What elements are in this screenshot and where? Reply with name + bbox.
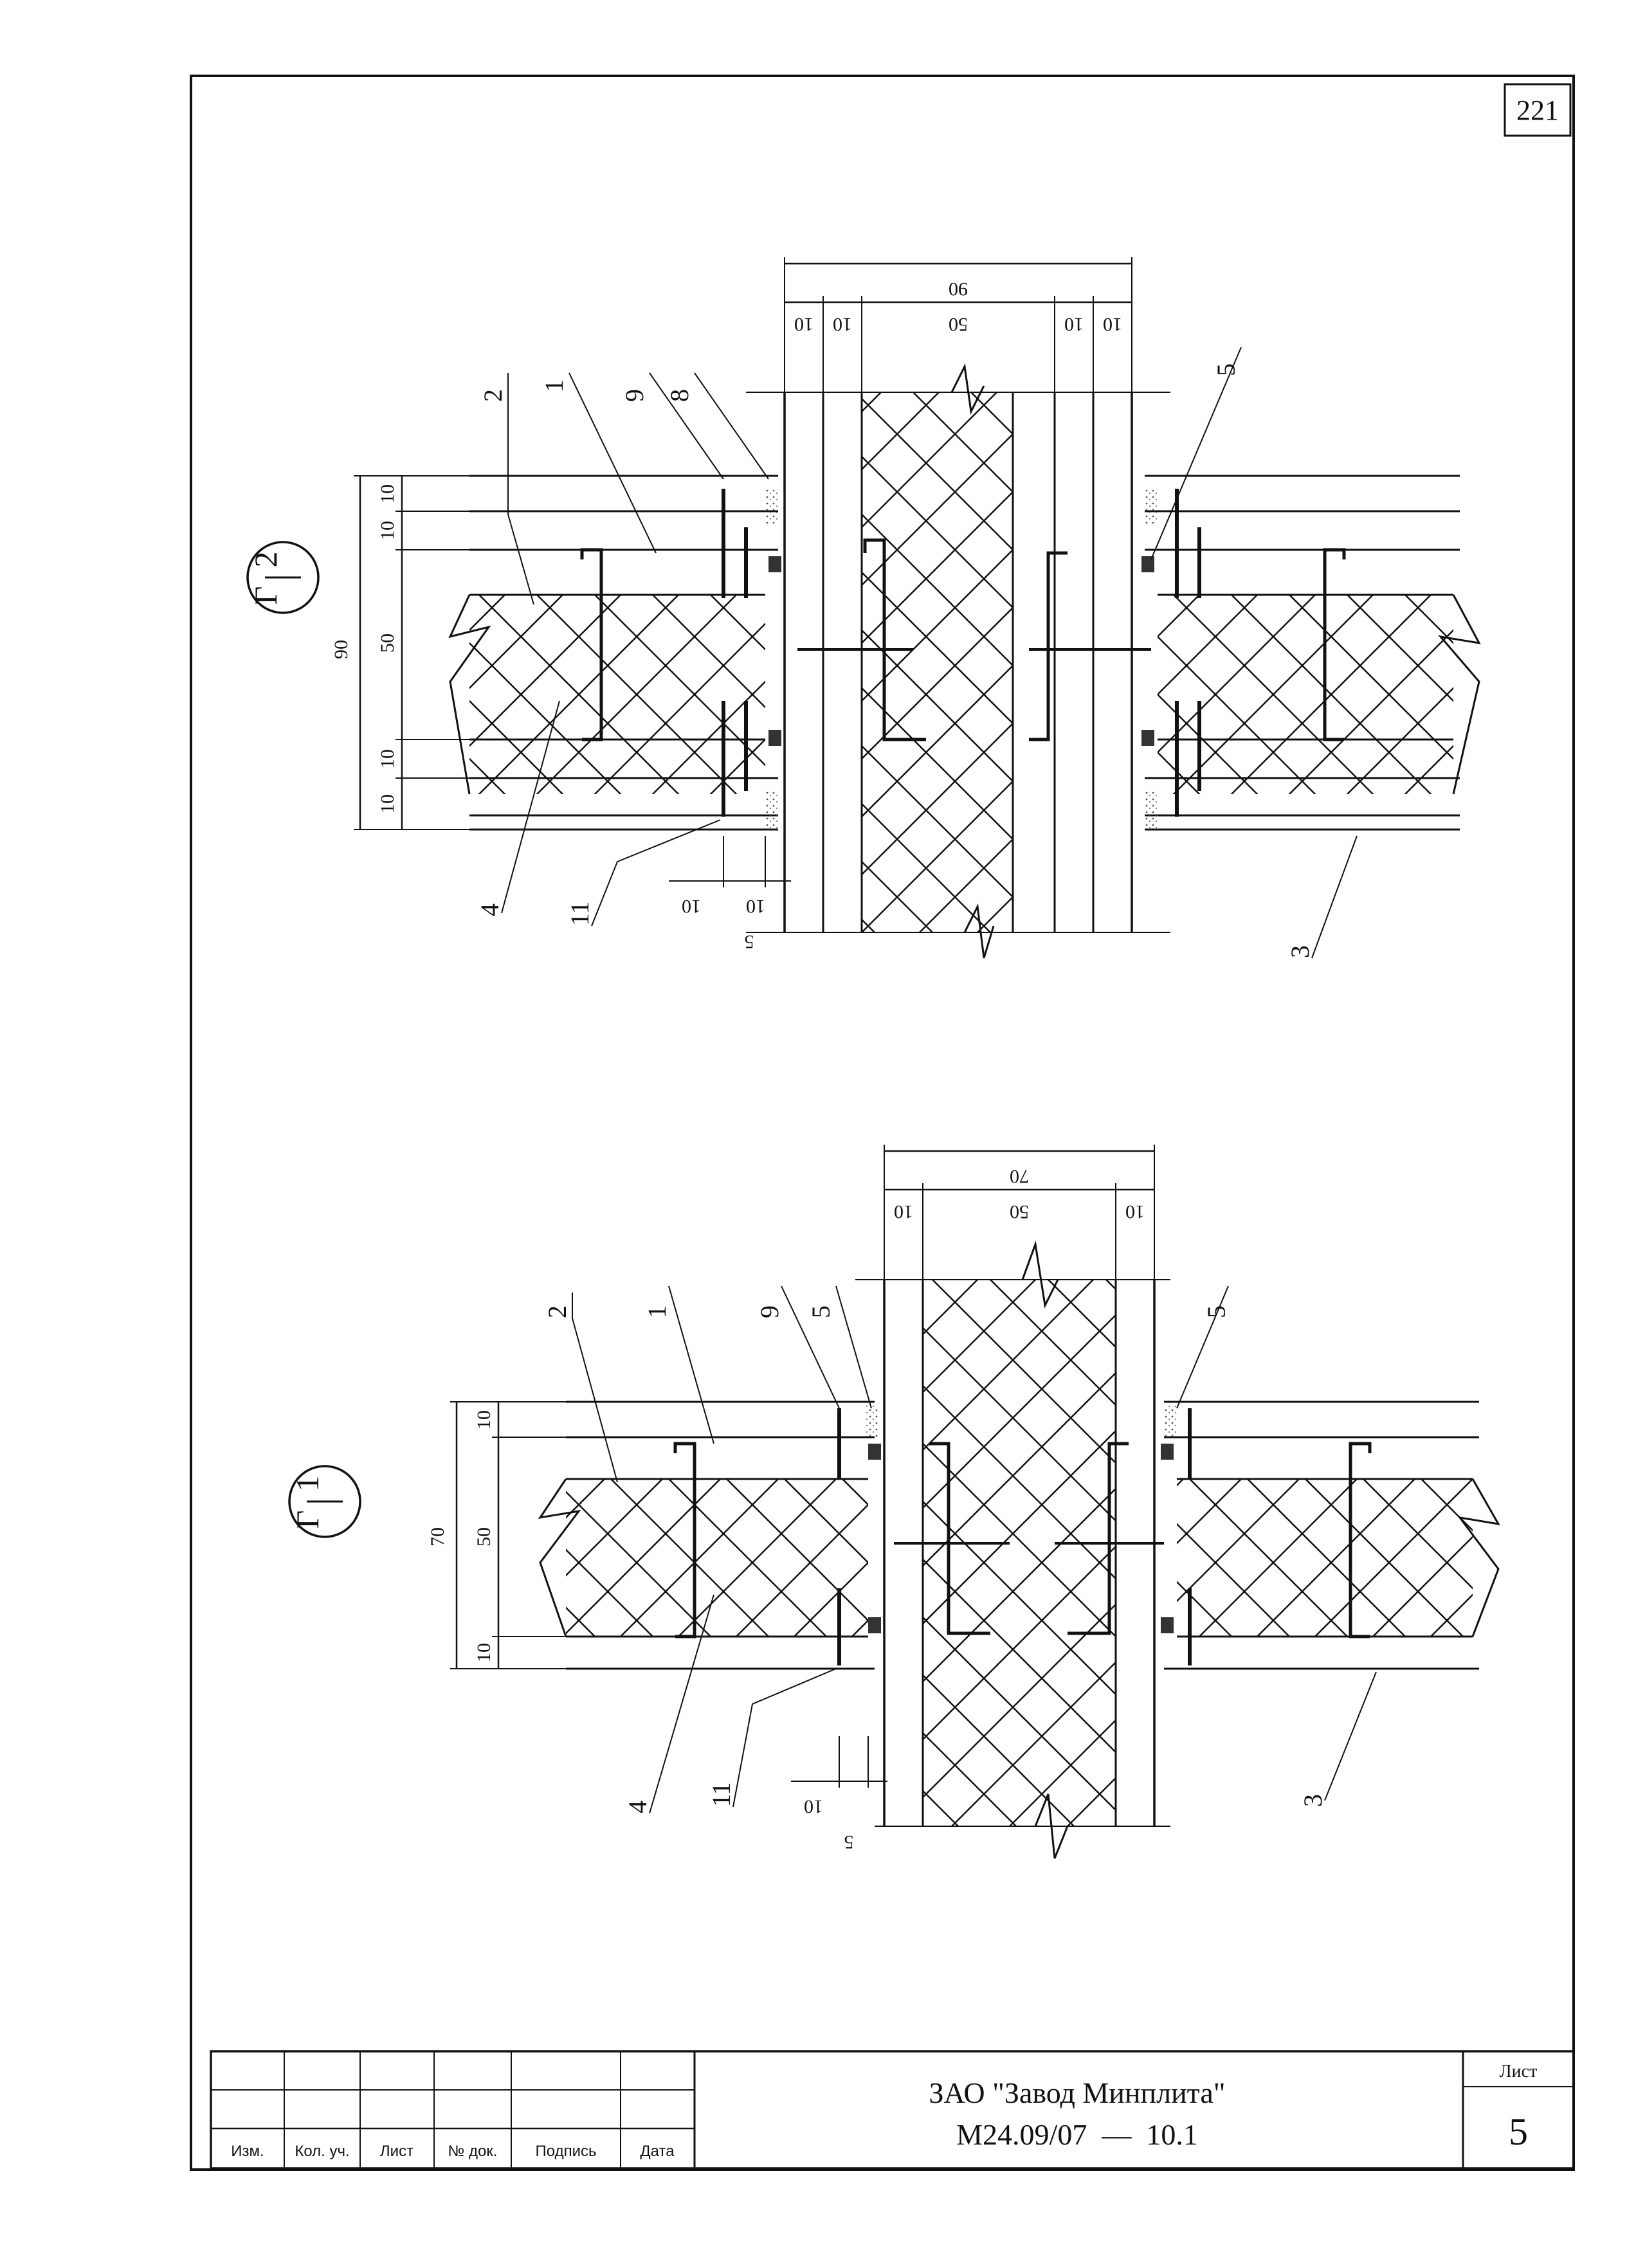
right-wall-panel (1141, 475, 1481, 831)
callout: 4 (475, 903, 504, 916)
dim-part: 50 (949, 314, 968, 335)
tb-col-label: № док. (448, 2143, 498, 2160)
callout: 9 (620, 389, 649, 402)
dim-total: 90 (331, 640, 352, 659)
section-marker-top: Г 2 (246, 541, 320, 614)
dim-part: 10 (794, 314, 813, 335)
tb-col-label: Изм. (231, 2143, 264, 2160)
callout: 2 (478, 389, 507, 402)
detail-top: Г 2 (246, 257, 1481, 959)
tb-col-label: Подпись (536, 2143, 597, 2160)
central-panel-bottom (855, 1240, 1170, 1859)
left-wall-panel (448, 475, 781, 831)
dim-total: 70 (1010, 1166, 1029, 1187)
marker-letter: Г (289, 1510, 325, 1529)
dim-total: 70 (427, 1527, 448, 1547)
dim-part: 10 (377, 484, 398, 503)
dim-part: 10 (473, 1643, 495, 1662)
dim-bottom: 5 (745, 931, 754, 952)
marker-letter: Г (248, 586, 284, 605)
dims-left: 90 10 10 50 10 10 (331, 475, 469, 830)
tb-col-label: Кол. уч. (295, 2143, 349, 2160)
dim-part: 10 (833, 314, 852, 335)
callout: 5 (1212, 363, 1241, 376)
dim-part: 10 (377, 794, 398, 813)
dim-part: 10 (473, 1410, 495, 1429)
sheet-number: 221 (1516, 95, 1559, 126)
dim-part: 10 (1103, 314, 1122, 335)
callout: 11 (565, 901, 594, 926)
dim-part: 10 (377, 749, 398, 768)
dims-top: 90 10 10 50 10 10 (784, 257, 1132, 392)
dim-part: 50 (1010, 1201, 1029, 1222)
callout: 1 (642, 1305, 671, 1318)
dim-bottom: 10 (682, 896, 701, 917)
dims-top: 70 10 50 10 (884, 1145, 1155, 1280)
section-marker-bottom: Г 1 (288, 1465, 361, 1538)
sheet-label: Лист (1500, 2062, 1538, 2082)
document-code: М24.09/07 — 10.1 (956, 2118, 1198, 2151)
callout: 3 (1286, 945, 1314, 958)
dim-bottom: 10 (746, 896, 765, 917)
marker-number: 2 (248, 552, 284, 568)
callout: 3 (1298, 1794, 1327, 1807)
dims-bottom: 10 10 5 (669, 836, 791, 952)
sheet-number-box: 221 (1504, 83, 1572, 137)
central-panel-top (746, 363, 1170, 959)
dim-part: 10 (377, 521, 398, 540)
sheet-frame (190, 75, 1575, 2171)
marker-number: 1 (289, 1476, 325, 1492)
callout: 1 (540, 379, 568, 392)
right-wall-panel (1161, 1401, 1500, 1670)
dim-part: 10 (1064, 314, 1084, 335)
left-wall-panel (538, 1401, 881, 1670)
dim-bottom: 5 (844, 1831, 854, 1853)
callout: 11 (707, 1782, 736, 1807)
callout: 8 (665, 389, 694, 402)
organization-name: ЗАО "Завод Минплита" (929, 2076, 1225, 2109)
dim-part: 50 (377, 633, 398, 653)
callout: 9 (755, 1305, 784, 1318)
callout: 4 (623, 1801, 652, 1813)
callouts-top: 2 1 9 8 5 4 11 3 (475, 347, 1358, 959)
dims-bottom: 10 5 (791, 1736, 887, 1853)
callout: 5 (1202, 1305, 1231, 1318)
callout: 5 (806, 1305, 835, 1318)
callouts-bottom: 2 1 9 5 5 4 11 3 (543, 1285, 1377, 1814)
sheet-value: 5 (1509, 2110, 1528, 2153)
dim-part: 10 (894, 1201, 913, 1222)
dim-total: 90 (949, 278, 968, 300)
tb-col-label: Дата (640, 2143, 675, 2160)
dim-part: 10 (1125, 1201, 1145, 1222)
dim-bottom: 10 (804, 1796, 823, 1817)
tb-col-label: Лист (380, 2143, 414, 2160)
callout: 2 (543, 1305, 572, 1318)
detail-bottom: Г 1 (288, 1145, 1500, 1859)
dims-left: 70 10 50 10 (427, 1401, 566, 1669)
dim-part: 50 (473, 1527, 495, 1547)
title-block: Изм. Кол. уч. Лист № док. Подпись Дата З… (210, 2050, 1575, 2170)
